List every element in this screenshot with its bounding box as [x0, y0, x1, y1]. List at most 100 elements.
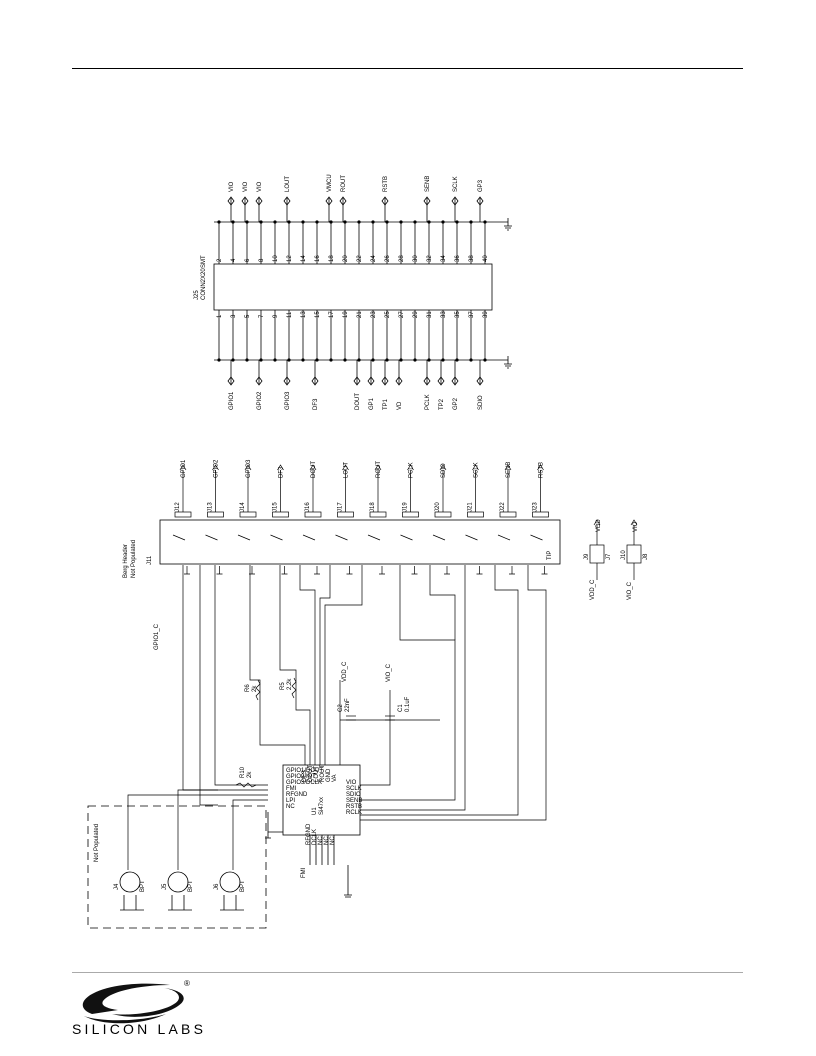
junction-dot	[427, 358, 431, 362]
net-port-icon	[339, 196, 347, 206]
net-port-icon	[255, 196, 263, 206]
j25-bottom-pin: 11	[287, 311, 293, 318]
supply-sub-ref: J8	[643, 553, 649, 560]
jumper-ref: J23	[533, 502, 539, 512]
j25-bottom-net: GPIO3	[285, 391, 291, 410]
j25-top-pin: 26	[385, 255, 391, 262]
j25-top-net: ROUT	[341, 175, 347, 192]
net-port-icon	[283, 196, 291, 206]
ground-icon	[504, 218, 512, 231]
net-port-icon	[451, 376, 459, 386]
j25-part-label: CONN2X20	[201, 268, 207, 300]
jumper-cell	[497, 464, 517, 575]
ground-icon	[346, 566, 353, 575]
audio-jack	[219, 871, 244, 911]
vdd-c-label: VDD_C	[342, 661, 348, 682]
jumper-ref: J19	[403, 502, 409, 512]
j11-ref-label: J11	[147, 555, 153, 565]
junction-dot	[287, 358, 291, 362]
j25-top-pin: 28	[399, 255, 405, 262]
j25-bottom-net: DF3	[313, 398, 319, 410]
j25-top-net: VIO	[243, 181, 249, 192]
j25-bottom-pin: 19	[343, 311, 349, 318]
j25-top-pin: 2	[217, 258, 223, 262]
junction-dot	[273, 220, 277, 224]
net-port-icon	[325, 196, 333, 206]
j25-top-net: VMCU	[327, 174, 333, 192]
net-port-icon	[311, 376, 319, 386]
r5-ref: R5	[280, 682, 286, 690]
jumper-ref: J13	[208, 502, 214, 512]
supply-jumper-ref: J9	[584, 553, 590, 560]
j25-bottom-pin: 31	[427, 311, 433, 318]
junction-dot	[357, 220, 361, 224]
r10-ref: R10	[240, 766, 246, 778]
j25-top-pin: 14	[301, 255, 307, 262]
u1-bottom-pin: NC	[318, 836, 324, 845]
jumper-cell	[172, 464, 192, 575]
j25-bottom-net: TP1	[383, 398, 389, 410]
j25-top-pin: 36	[455, 255, 461, 262]
ground-icon	[216, 566, 223, 575]
junction-dot	[343, 358, 347, 362]
junction-dot	[371, 220, 375, 224]
ground-icon	[504, 356, 512, 369]
switch-contact	[302, 534, 316, 541]
j25-top-net: VIO	[229, 181, 235, 192]
j25-bottom-net: PCLK	[425, 394, 431, 410]
jumper-cell	[237, 464, 257, 575]
jumper-ref: J20	[435, 502, 441, 512]
net-port-icon	[476, 376, 484, 386]
j25-ref-label: J25	[194, 290, 200, 300]
ground-icon	[184, 566, 190, 575]
u1-bottom-pin: NC	[330, 836, 336, 845]
net-port-icon	[423, 376, 431, 386]
r5-body	[291, 677, 297, 699]
j25-bottom-net: GP2	[453, 397, 459, 410]
j25-top-pin: 10	[273, 255, 279, 262]
j25-bottom-net: GPIO1	[229, 391, 235, 410]
junction-dot	[273, 358, 277, 362]
u1-top-pin: DOUT	[308, 765, 314, 782]
supply-jumper	[626, 519, 642, 580]
junction-dot	[371, 358, 375, 362]
net-port-icon	[451, 196, 459, 206]
j25-top-pin: 24	[371, 255, 377, 262]
u1-left-pin: RFGND	[286, 792, 308, 798]
junction-dot	[287, 220, 291, 224]
j25-top-net: GP3	[478, 179, 484, 192]
company-name: SILICON LABS	[72, 1021, 207, 1037]
vio-c-label: VIO_C	[386, 663, 392, 682]
junction-dot	[385, 358, 389, 362]
j25-top-pin: 22	[357, 255, 363, 262]
net-arrow-icon	[593, 519, 601, 526]
u1-right-pin: SENB	[346, 798, 362, 804]
j25-bottom-pin: 3	[231, 314, 237, 318]
ground-icon	[344, 865, 352, 898]
j25-bottom-net: VD	[397, 401, 403, 410]
passive-components	[235, 677, 395, 788]
jack-ref: J6	[214, 883, 220, 890]
u1-top-pin: LOUT	[314, 766, 320, 782]
junction-dot	[217, 358, 221, 362]
net-arrow-icon	[309, 464, 317, 471]
switch-contact	[465, 534, 478, 541]
ground-icon	[509, 566, 515, 575]
net-port-icon	[367, 376, 375, 386]
u1-body	[282, 764, 361, 836]
jack-label: BPT	[240, 880, 246, 892]
j25-bottom-pin: 1	[217, 314, 223, 318]
switch-contact	[205, 534, 218, 541]
supply-net-in: VIO	[633, 521, 639, 532]
net-arrow-icon	[630, 519, 638, 526]
connector-j25	[213, 196, 512, 386]
supply-net-out: VDD_C	[590, 579, 596, 600]
audio-jack	[167, 871, 192, 911]
jumper-ref: J18	[370, 502, 376, 512]
jumper-cell	[270, 464, 289, 575]
